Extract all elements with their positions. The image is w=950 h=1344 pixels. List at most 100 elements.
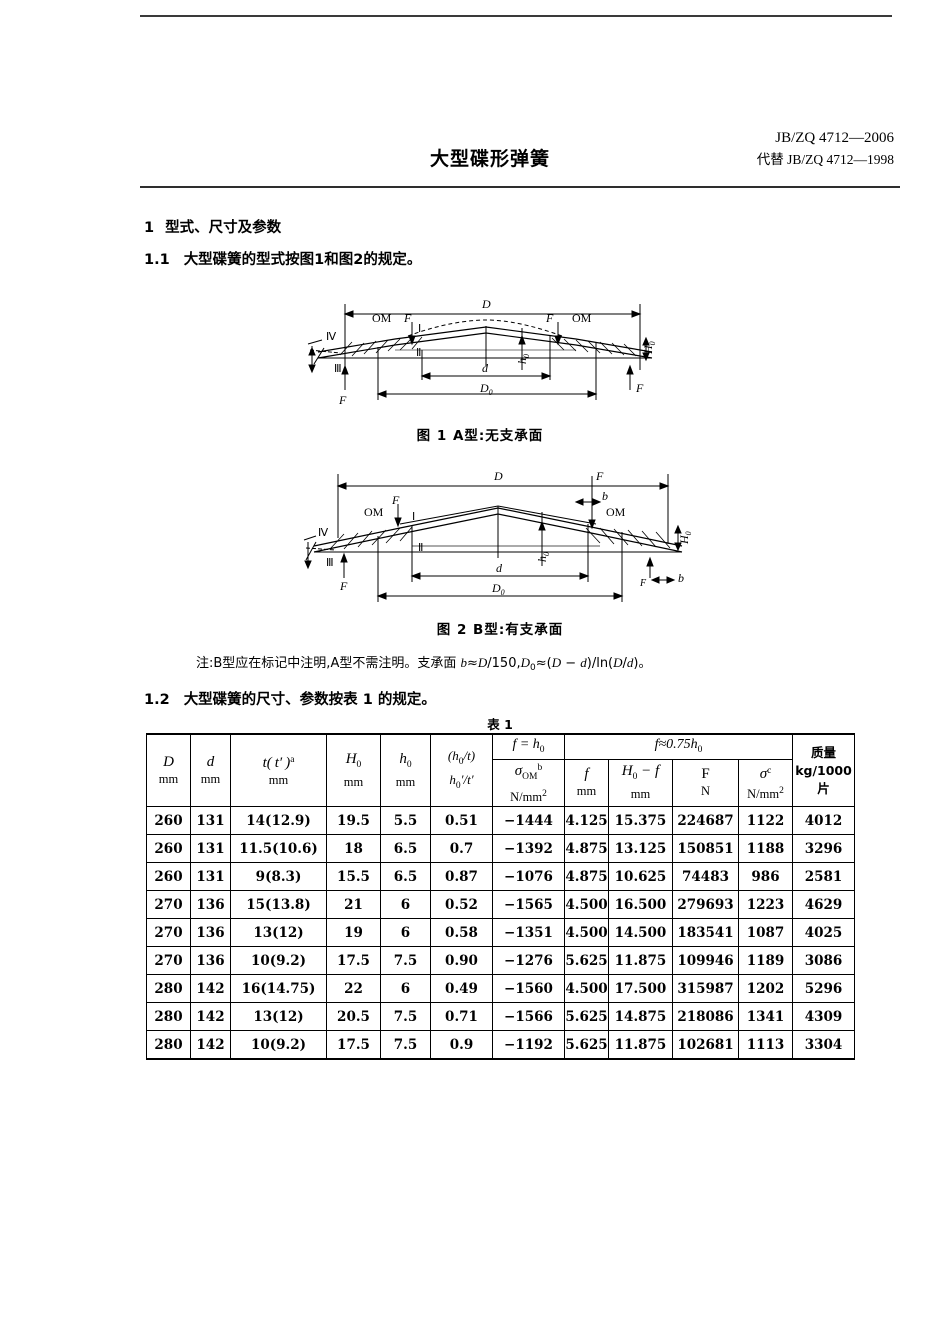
table-cell: 136 xyxy=(190,946,231,975)
table-cell: 0.90 xyxy=(430,946,493,975)
fig1-label-F-top-right: F xyxy=(545,311,554,325)
section-1-1-number: 1.1 xyxy=(144,252,170,268)
table-cell: 21 xyxy=(326,890,381,919)
fig2-label-II: Ⅱ xyxy=(418,542,423,554)
fig2-label-D0: D0 xyxy=(491,581,505,597)
table-cell: 260 xyxy=(146,834,191,863)
figure-2-caption: 图 2 B型:有支承面 xyxy=(436,622,564,638)
table-cell: 218086 xyxy=(672,1002,739,1031)
table-cell: 1341 xyxy=(737,1002,794,1031)
table-cell: 0.51 xyxy=(430,806,493,835)
fig1-label-h0: h0 xyxy=(515,354,531,364)
table-cell: 74483 xyxy=(672,862,739,891)
table-cell: 183541 xyxy=(672,918,739,947)
fig2-label-F-top-right: F xyxy=(595,469,604,483)
fig2-label-F-bottom-left: F xyxy=(339,579,348,593)
table-cell: 4.125 xyxy=(564,806,609,835)
table-cell: −1351 xyxy=(492,918,565,947)
table-cell: 15.375 xyxy=(608,806,673,835)
table-cell: 136 xyxy=(190,918,231,947)
section-1-2-text: 大型碟簧的尺寸、参数按表 1 的规定。 xyxy=(183,692,436,708)
fig1-label-OM-right: OM xyxy=(572,311,592,325)
table-cell: 6 xyxy=(380,890,431,919)
table-cell: 17.5 xyxy=(326,1030,381,1060)
fig2-label-d: d xyxy=(496,561,503,575)
table-cell: 7.5 xyxy=(380,1030,431,1060)
table-cell: −1076 xyxy=(492,862,565,891)
table-cell: 19 xyxy=(326,918,381,947)
document-header: 大型碟形弹簧 JB/ZQ 4712—2006 代替 JB/ZQ 4712—199… xyxy=(140,128,900,190)
table-cell: 13(12) xyxy=(230,1002,327,1031)
table-cell: 17.5 xyxy=(326,946,381,975)
section-1-text: 型式、尺寸及参数 xyxy=(165,220,282,236)
table-cell: 14.875 xyxy=(608,1002,673,1031)
table-cell: 260 xyxy=(146,806,191,835)
table-cell: 5.625 xyxy=(564,1030,609,1060)
table-cell: −1276 xyxy=(492,946,565,975)
fig1-label-D: D xyxy=(481,297,491,311)
figure-1-drawing: D D0 d h0 H0 OM OM F F F F Ⅰ Ⅱ Ⅲ Ⅳ xyxy=(307,297,657,407)
table-cell: −1565 xyxy=(492,890,565,919)
fig2-label-D: D xyxy=(493,469,503,483)
table-cell: 11.875 xyxy=(608,946,673,975)
table-cell: 9(8.3) xyxy=(230,862,327,891)
table-cell: 1188 xyxy=(737,834,794,863)
figure-2: D D0 d h0 H0 OM OM F F F F b b Ⅰ Ⅱ Ⅲ Ⅳ 图… xyxy=(300,466,700,648)
table-cell: 150851 xyxy=(672,834,739,863)
table-cell: 11.875 xyxy=(608,1030,673,1060)
table-cell: 3304 xyxy=(792,1030,856,1060)
table-cell: 142 xyxy=(190,1002,231,1031)
table-cell: 11.5(10.6) xyxy=(230,834,327,863)
fig1-label-II: Ⅱ xyxy=(416,347,421,359)
th-group-f-approx: f≈0.75h0 xyxy=(563,733,794,760)
table-cell: 20.5 xyxy=(326,1002,381,1031)
table-cell: 224687 xyxy=(672,806,739,835)
table-cell: 131 xyxy=(190,834,231,863)
table-cell: −1566 xyxy=(492,1002,565,1031)
figure-2-drawing: D D0 d h0 H0 OM OM F F F F b b Ⅰ Ⅱ Ⅲ Ⅳ xyxy=(303,469,693,602)
standard-number-block: JB/ZQ 4712—2006 代替 JB/ZQ 4712—1998 xyxy=(757,128,894,170)
page-top-rule xyxy=(140,15,892,17)
table-cell: 22 xyxy=(326,974,381,1003)
table-cell: 0.49 xyxy=(430,974,493,1003)
fig2-label-OM-right: OM xyxy=(606,505,626,519)
table-cell: 19.5 xyxy=(326,806,381,835)
table-cell: 102681 xyxy=(672,1030,739,1060)
table-cell: 142 xyxy=(190,1030,231,1060)
table-cell: 0.7 xyxy=(430,834,493,863)
table-cell: 4.500 xyxy=(564,918,609,947)
fig1-label-F-top-left: F xyxy=(403,311,412,325)
table-cell: 7.5 xyxy=(380,1002,431,1031)
table-cell: 1122 xyxy=(737,806,794,835)
table-cell: 142 xyxy=(190,974,231,1003)
table-cell: 270 xyxy=(146,918,191,947)
header-divider xyxy=(140,186,900,188)
note-text: B型应在标记中注明,A型不需注明。支承面 b≈D/150,D0≈(D − d)/… xyxy=(213,655,652,673)
table-cell: 0.71 xyxy=(430,1002,493,1031)
th-sigma-OM: σOMb N/mm2 xyxy=(492,759,565,807)
table-cell: 1223 xyxy=(737,890,794,919)
table-cell: 10.625 xyxy=(608,862,673,891)
table-cell: 10(9.2) xyxy=(230,1030,327,1060)
table-cell: 315987 xyxy=(672,974,739,1003)
table-cell: 109946 xyxy=(672,946,739,975)
fig1-label-d: d xyxy=(482,361,489,375)
table-cell: −1192 xyxy=(492,1030,565,1060)
table-cell: 280 xyxy=(146,1030,191,1060)
fig1-label-F-bottom-right: F xyxy=(635,381,644,395)
table-cell: 15.5 xyxy=(326,862,381,891)
